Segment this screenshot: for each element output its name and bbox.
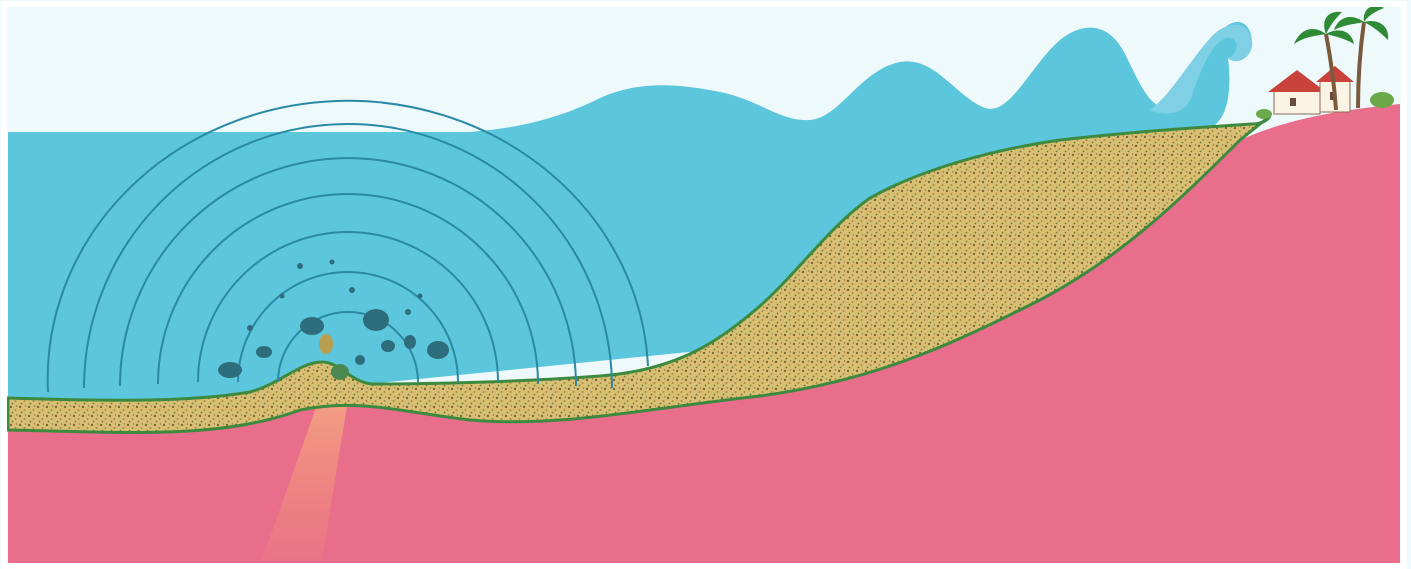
tsunami-diagram [0, 0, 1411, 569]
